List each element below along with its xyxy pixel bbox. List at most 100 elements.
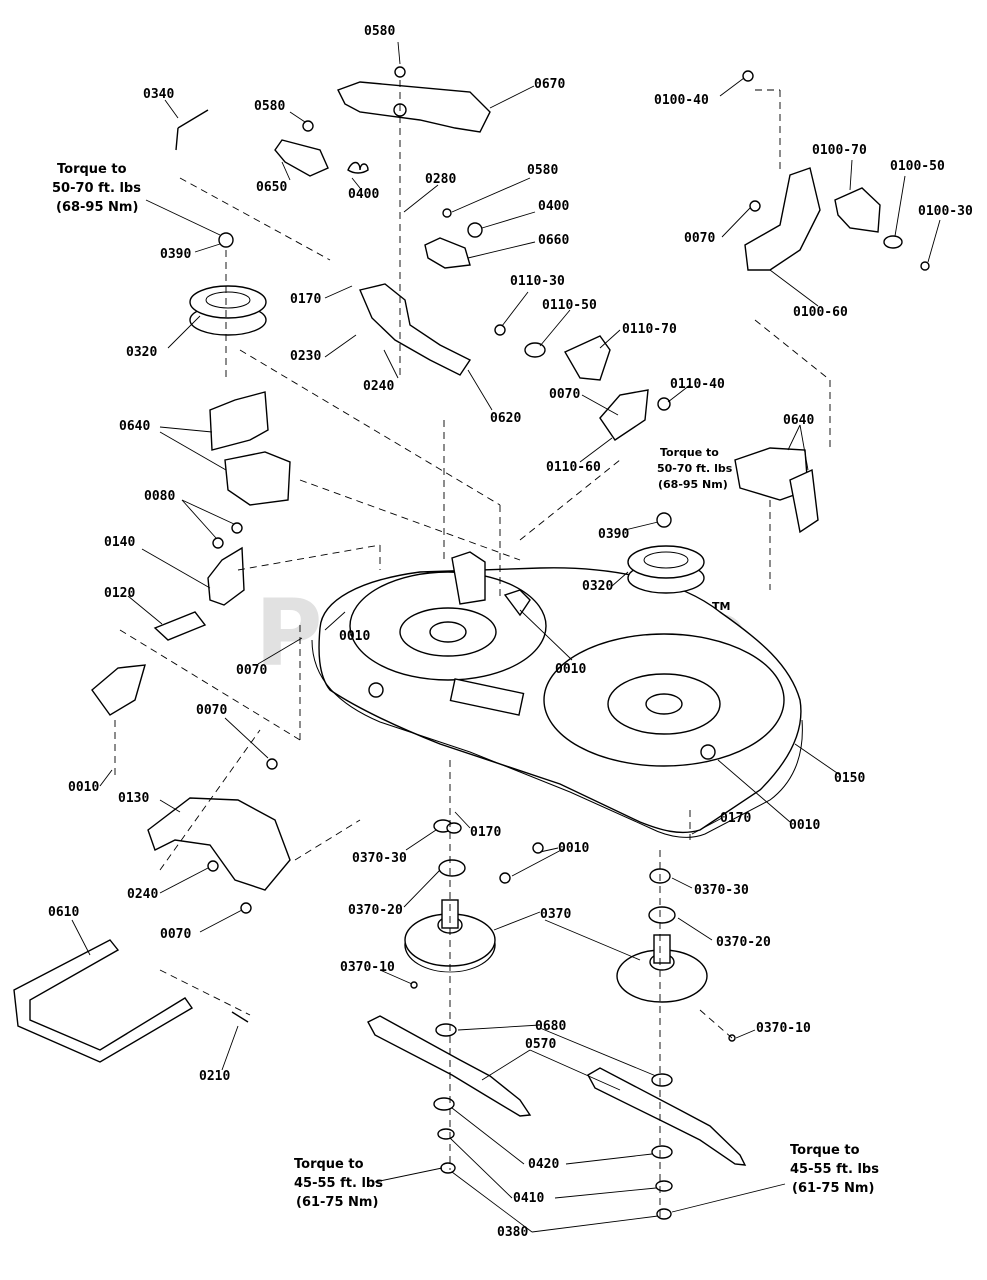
callout-0080: 0080: [144, 489, 175, 504]
svg-text:(61-75 Nm): (61-75 Nm): [296, 1195, 378, 1210]
callout-0010: 0010: [555, 662, 586, 677]
callout-0380: 0380: [497, 1225, 528, 1240]
torque-note-mid-right: Torque to 50-70 ft. lbs (68-95 Nm): [657, 446, 733, 491]
belt-guard-left-0640: [209, 391, 269, 451]
callout-0370-20: 0370-20: [716, 935, 771, 950]
callout-0400: 0400: [348, 187, 379, 202]
callout-0070: 0070: [684, 231, 715, 246]
callout-0400: 0400: [538, 199, 569, 214]
svg-text:(68-95 Nm): (68-95 Nm): [658, 478, 728, 491]
idler-arm-0670: [337, 81, 491, 133]
callout-0070: 0070: [549, 387, 580, 402]
callout-0680: 0680: [535, 1019, 566, 1034]
baffle-0120: [153, 611, 207, 641]
blade-right-0570: [587, 1067, 747, 1166]
callout-0320: 0320: [582, 579, 613, 594]
plate-0110-70: [564, 335, 611, 381]
callout-0670: 0670: [534, 77, 565, 92]
callout-0580: 0580: [364, 24, 395, 39]
svg-text:(68-95 Nm): (68-95 Nm): [56, 200, 138, 215]
callout-0070: 0070: [196, 703, 227, 718]
torque-note-upper-left: Torque to 50-70 ft. lbs (68-95 Nm): [52, 162, 141, 215]
callout-0170: 0170: [470, 825, 501, 840]
callout-0390: 0390: [598, 527, 629, 542]
bracket-0130: [147, 797, 291, 891]
leader-lines: [71, 41, 941, 1233]
baffle-0120-b: [91, 664, 146, 716]
callout-0370-10: 0370-10: [756, 1021, 811, 1036]
callout-0110-40: 0110-40: [670, 377, 725, 392]
callout-0370: 0370: [540, 907, 571, 922]
callout-0140: 0140: [104, 535, 135, 550]
callout-0420: 0420: [528, 1157, 559, 1172]
torque-note-lower-left: Torque to 45-55 ft. lbs (61-75 Nm): [294, 1157, 383, 1210]
svg-text:Torque to: Torque to: [294, 1157, 364, 1172]
callout-0640: 0640: [783, 413, 814, 428]
callout-0110-70: 0110-70: [622, 322, 677, 337]
svg-text:(61-75 Nm): (61-75 Nm): [792, 1181, 874, 1196]
callout-0100-50: 0100-50: [890, 159, 945, 174]
callout-0010: 0010: [558, 841, 589, 856]
callout-0230: 0230: [290, 349, 321, 364]
callout-0370-10: 0370-10: [340, 960, 395, 975]
callout-0010: 0010: [68, 780, 99, 795]
belt-guard-left2-0640: [224, 451, 291, 506]
spring-0100-50: [883, 235, 903, 249]
svg-text:45-55 ft. lbs: 45-55 ft. lbs: [790, 1162, 879, 1177]
svg-text:45-55 ft. lbs: 45-55 ft. lbs: [294, 1176, 383, 1191]
callout-0210: 0210: [199, 1069, 230, 1084]
callout-0240: 0240: [127, 887, 158, 902]
callout-0410: 0410: [513, 1191, 544, 1206]
svg-text:Torque to: Torque to: [790, 1143, 860, 1158]
callout-0170: 0170: [290, 292, 321, 307]
plate-0100-70: [834, 187, 881, 233]
callout-0370-30: 0370-30: [352, 851, 407, 866]
callout-0620: 0620: [490, 411, 521, 426]
callout-0100-40: 0100-40: [654, 93, 709, 108]
callout-0110-30: 0110-30: [510, 274, 565, 289]
bracket-0620: [359, 283, 472, 376]
callout-0370-30: 0370-30: [694, 883, 749, 898]
svg-text:Torque to: Torque to: [57, 162, 127, 177]
callout-0110-60: 0110-60: [546, 460, 601, 475]
callout-0580: 0580: [254, 99, 285, 114]
spindle-right-0370: [616, 934, 708, 1003]
blade-left-0570: [367, 1015, 532, 1117]
callout-0170: 0170: [720, 811, 751, 826]
callout-0610: 0610: [48, 905, 79, 920]
callout-0010: 0010: [339, 629, 370, 644]
spring-0400: [347, 161, 369, 174]
bracket-0660: [424, 237, 471, 269]
callout-0150: 0150: [834, 771, 865, 786]
pulley-left-0320: [189, 232, 267, 336]
svg-text:50-70 ft. lbs: 50-70 ft. lbs: [657, 462, 733, 475]
callout-0370-20: 0370-20: [348, 903, 403, 918]
pulley-right-0320: [627, 512, 705, 594]
assembly-lines: [114, 80, 831, 1220]
bracket-0140: [207, 546, 245, 606]
torque-note-lower-right: Torque to 45-55 ft. lbs (61-75 Nm): [790, 1143, 879, 1196]
callout-0100-30: 0100-30: [918, 204, 973, 219]
callout-0320: 0320: [126, 345, 157, 360]
callout-0120: 0120: [104, 586, 135, 601]
callout-0010: 0010: [789, 818, 820, 833]
bracket-0100-60: [744, 167, 821, 271]
callout-0580: 0580: [527, 163, 558, 178]
callout-0100-60: 0100-60: [793, 305, 848, 320]
lift-bar-0610: [13, 939, 194, 1063]
callout-0100-70: 0100-70: [812, 143, 867, 158]
callout-0650: 0650: [256, 180, 287, 195]
bracket-0650: [274, 139, 329, 177]
callout-0070: 0070: [160, 927, 191, 942]
callout-0570: 0570: [525, 1037, 556, 1052]
callout-0280: 0280: [425, 172, 456, 187]
callout-0390: 0390: [160, 247, 191, 262]
callout-0240: 0240: [363, 379, 394, 394]
callout-0130: 0130: [118, 791, 149, 806]
callout-0660: 0660: [538, 233, 569, 248]
mower-deck: [311, 551, 803, 838]
callout-0110-50: 0110-50: [542, 298, 597, 313]
svg-text:50-70 ft. lbs: 50-70 ft. lbs: [52, 181, 141, 196]
bracket-0110-60: [599, 389, 649, 441]
